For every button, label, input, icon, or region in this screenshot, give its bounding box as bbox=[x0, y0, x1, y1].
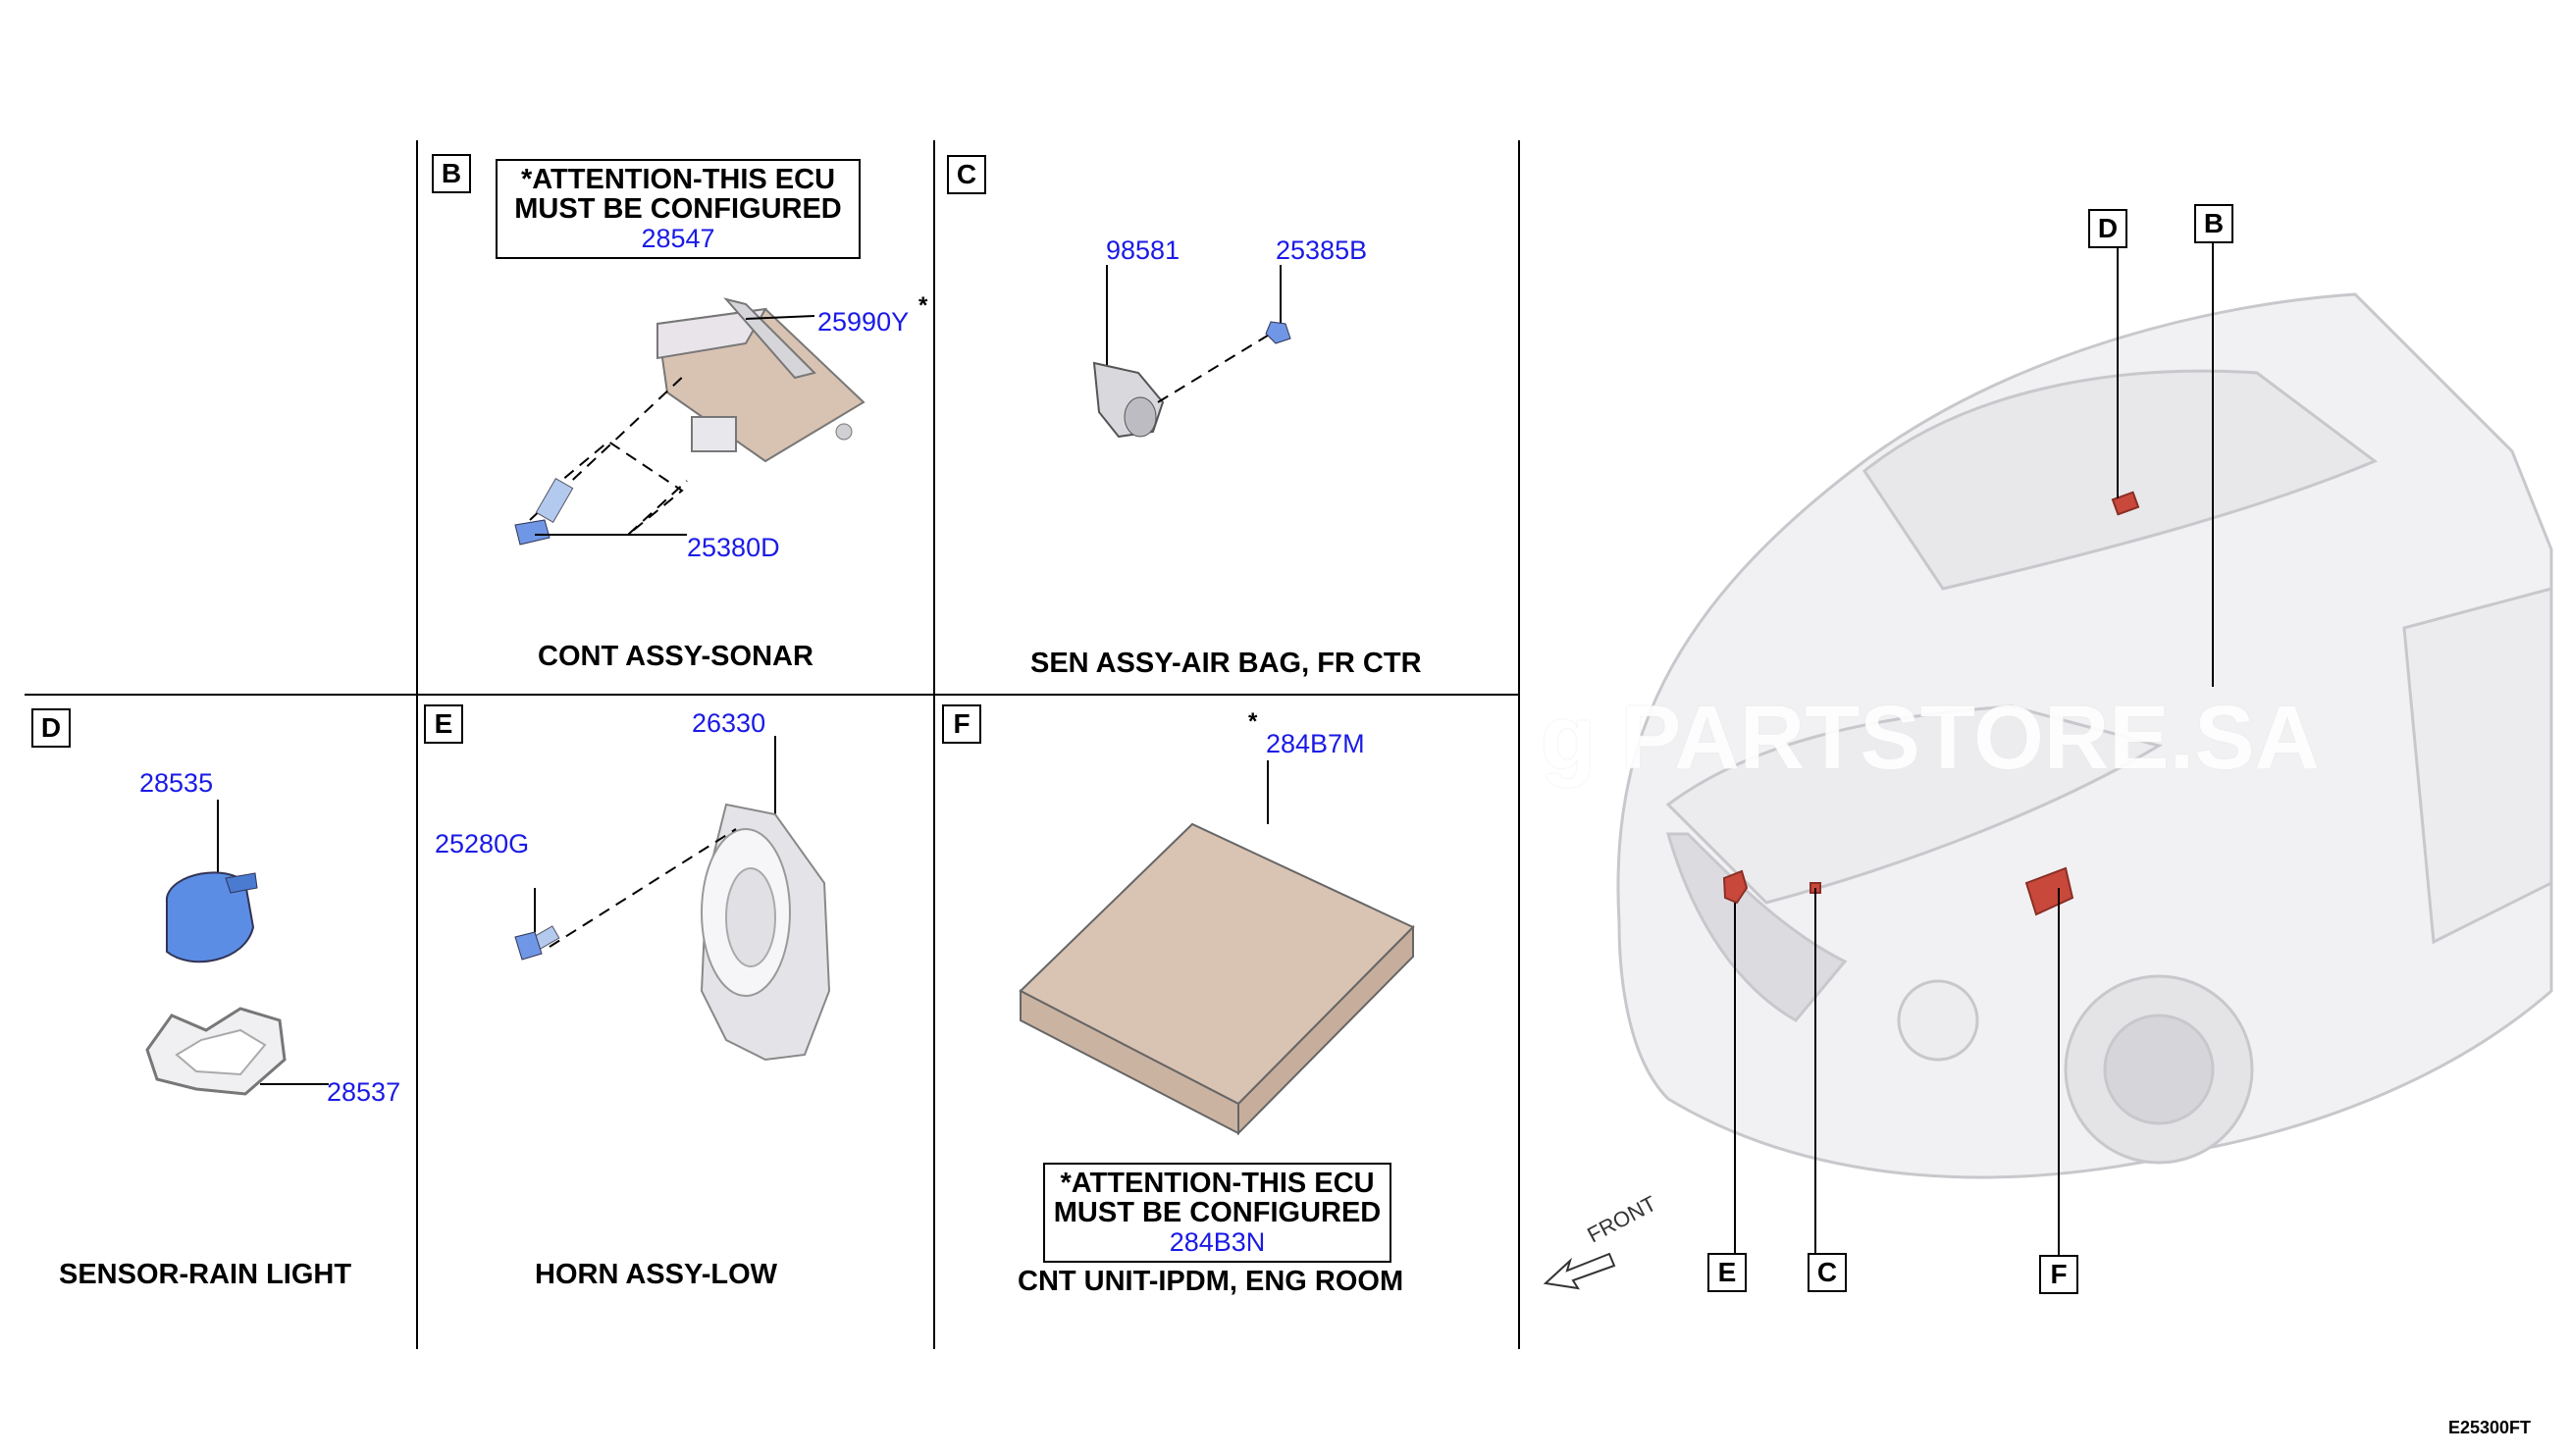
part-number-28537[interactable]: 28537 bbox=[327, 1077, 401, 1107]
sonar-unit-illustration bbox=[514, 297, 865, 546]
ipdm-illustration bbox=[1019, 760, 1415, 1136]
part-number-98581[interactable]: 98581 bbox=[1106, 235, 1180, 265]
attention-box-f: *ATTENTION-THIS ECU MUST BE CONFIGURED 2… bbox=[1043, 1163, 1391, 1263]
overview-key-d[interactable]: D bbox=[2088, 209, 2127, 248]
part-number-25280g[interactable]: 25280G bbox=[435, 829, 530, 858]
panel-grid bbox=[25, 140, 1520, 1349]
caption-sensor-rain-light: SENSOR-RAIN LIGHT bbox=[59, 1259, 352, 1290]
panel-key-f: F bbox=[942, 704, 981, 744]
part-number-25385b[interactable]: 25385B bbox=[1276, 235, 1368, 265]
part-number-25990y[interactable]: 25990Y bbox=[817, 307, 910, 337]
overview-key-c[interactable]: C bbox=[1808, 1253, 1847, 1292]
part-number-28547[interactable]: 28547 bbox=[641, 224, 715, 253]
asterisk-b: * bbox=[918, 292, 928, 319]
attention-box-b: *ATTENTION-THIS ECU MUST BE CONFIGURED 2… bbox=[496, 159, 861, 259]
part-number-284b7m[interactable]: 284B7M bbox=[1266, 729, 1365, 758]
car-overview-illustration bbox=[1616, 292, 2553, 1179]
part-number-28535[interactable]: 28535 bbox=[139, 768, 214, 798]
diagram-code: E25300FT bbox=[2447, 1418, 2531, 1437]
overview-callouts bbox=[1734, 235, 2214, 1256]
attention-text-f-line1: *ATTENTION-THIS ECU bbox=[1060, 1168, 1375, 1199]
attention-text-b-line2: MUST BE CONFIGURED bbox=[514, 193, 842, 225]
part-number-26330[interactable]: 26330 bbox=[692, 708, 766, 738]
attention-text-b-line1: *ATTENTION-THIS ECU bbox=[520, 164, 836, 195]
caption-cont-assy-sonar: CONT ASSY-SONAR bbox=[538, 641, 813, 672]
panel-key-b: B bbox=[432, 154, 471, 193]
watermark: g PARTSTORE.SA bbox=[1541, 688, 2320, 788]
panel-key-c: C bbox=[947, 155, 986, 194]
attention-text-f-line2: MUST BE CONFIGURED bbox=[1053, 1197, 1382, 1228]
front-arrow-icon bbox=[1543, 1252, 1616, 1290]
panel-key-e: E bbox=[424, 704, 463, 744]
caption-horn-assy-low: HORN ASSY-LOW bbox=[535, 1259, 778, 1290]
part-number-284b3n[interactable]: 284B3N bbox=[1169, 1227, 1266, 1257]
overview-key-e[interactable]: E bbox=[1707, 1253, 1747, 1292]
car-highlights bbox=[1722, 491, 2140, 916]
rain-sensor-illustration bbox=[145, 800, 329, 1096]
caption-sen-assy-air-bag: SEN ASSY-AIR BAG, FR CTR bbox=[1030, 648, 1422, 679]
part-number-25380d[interactable]: 25380D bbox=[687, 533, 780, 562]
airbag-sensor-illustration bbox=[1092, 265, 1291, 439]
panel-key-d: D bbox=[31, 708, 71, 748]
asterisk-f: * bbox=[1248, 708, 1258, 735]
overview-key-f[interactable]: F bbox=[2039, 1255, 2078, 1294]
horn-illustration bbox=[514, 736, 831, 1062]
caption-cnt-unit-ipdm: CNT UNIT-IPDM, ENG ROOM bbox=[1018, 1266, 1404, 1297]
overview-key-b[interactable]: B bbox=[2194, 204, 2233, 243]
